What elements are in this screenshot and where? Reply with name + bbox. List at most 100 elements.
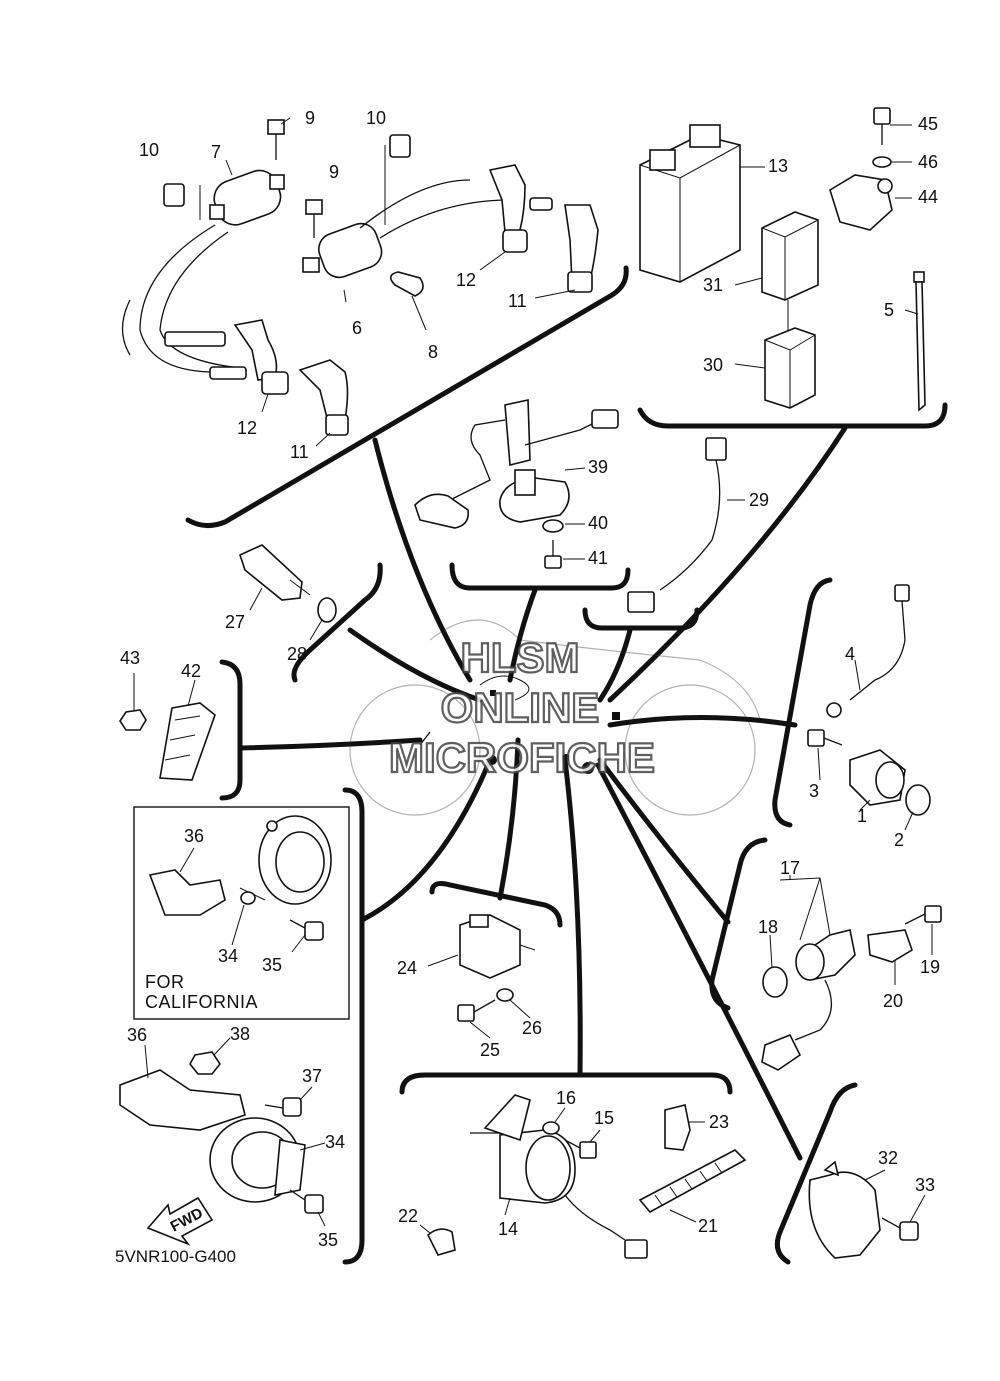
clamp-22 [427, 1228, 456, 1256]
spark-plug-cap-12-upper [488, 164, 553, 253]
callout-36-ca: 36 [184, 826, 204, 846]
nut-43 [119, 709, 147, 731]
group-outline-sensor24 [429, 881, 563, 928]
harness-node [612, 712, 620, 720]
callout-1: 1 [857, 806, 867, 826]
sender-float [414, 493, 470, 529]
group-outline-starter [399, 1072, 733, 1095]
callout-35-ca: 35 [262, 955, 282, 975]
ignition-coil-7 [209, 169, 285, 226]
callout-35: 35 [318, 1230, 338, 1250]
bolt-25 [457, 999, 496, 1022]
callout-13: 13 [768, 156, 788, 176]
bolt-35 [289, 1189, 324, 1214]
leader-pressure [347, 627, 483, 703]
leader-speed [597, 757, 731, 925]
sender-body [514, 469, 536, 496]
bolt-33 [881, 1217, 919, 1241]
lead-wire [379, 199, 511, 239]
sender-arm [449, 419, 506, 501]
harness-center-loop [479, 675, 530, 701]
spark-plug-cap-11-upper [564, 204, 599, 293]
leader-horn-ca [359, 757, 493, 923]
callout-45: 45 [918, 114, 938, 134]
ignition-coil-6 [302, 222, 383, 279]
callout-10-left: 10 [139, 140, 159, 160]
sensor-1 [849, 749, 906, 806]
callout-14: 14 [498, 1219, 518, 1239]
callout-37: 37 [302, 1066, 322, 1086]
wire-4 [849, 600, 906, 701]
sensor-24 [459, 914, 536, 979]
clamp-10-left [163, 183, 185, 207]
horn-ca [258, 815, 332, 905]
washer-16 [542, 1121, 560, 1135]
screw-41 [544, 540, 562, 569]
bolt-9-lower [305, 199, 323, 238]
callout-21: 21 [698, 1216, 718, 1236]
callout-17: 17 [780, 858, 800, 878]
callout-30: 30 [703, 355, 723, 375]
ecu-13 [639, 124, 741, 283]
callout-23: 23 [709, 1112, 729, 1132]
bolt-9-upper [267, 119, 285, 160]
watermark-line-3: MICROFICHE [389, 734, 655, 781]
callout-31: 31 [703, 275, 723, 295]
ignition-parts [121, 119, 599, 436]
screw-3 [807, 729, 843, 747]
clamp-8 [389, 271, 424, 297]
stud-21 [638, 1149, 747, 1214]
bolt-15 [564, 1139, 597, 1159]
harness-node [582, 762, 594, 774]
sender-connector [591, 409, 619, 429]
o-ring-2 [905, 784, 931, 816]
callout-9-lower: 9 [329, 162, 339, 182]
harness-node [419, 731, 431, 746]
harness-node [490, 690, 496, 696]
horn-32 [808, 1160, 881, 1259]
callout-3: 3 [809, 781, 819, 801]
lead-wire [359, 179, 471, 229]
spark-plug-cap-12-lower [233, 319, 289, 395]
bolt-45 [873, 107, 891, 145]
harness-leaders [237, 425, 848, 1161]
throttle-parts [807, 584, 931, 816]
relay-31 [761, 211, 819, 301]
leader-sender [507, 587, 538, 683]
ghost-wheel-left [349, 684, 481, 816]
leader-harness [597, 627, 633, 703]
group-outline-ignition [185, 265, 629, 528]
callout-34-ca: 34 [218, 946, 238, 966]
ghost-frame-outline [429, 619, 761, 721]
sender-wire [524, 419, 601, 446]
group-outlines [185, 265, 948, 1265]
sender-bracket [504, 399, 531, 467]
callout-15: 15 [594, 1108, 614, 1128]
callout-2: 2 [894, 830, 904, 850]
frame-ghost [349, 619, 761, 816]
gasket-28 [317, 597, 337, 623]
fwd-arrow [146, 1196, 214, 1246]
callout-5: 5 [884, 300, 894, 320]
bolt-35-ca [289, 919, 324, 941]
callout-12-lower: 12 [237, 418, 257, 438]
relay-30 [764, 327, 816, 409]
callout-43: 43 [120, 648, 140, 668]
plate-20 [867, 929, 913, 963]
horn-bracket-36-ca [148, 869, 226, 916]
group-outline-ecu [637, 402, 948, 429]
callout-11-lower: 11 [290, 442, 309, 462]
callout-numbers: 1 2 3 4 5 6 7 8 9 9 10 10 11 11 12 12 13… [120, 108, 940, 1250]
horn-assembly-lower [119, 1051, 324, 1246]
callout-38: 38 [230, 1024, 250, 1044]
callout-39: 39 [588, 457, 608, 477]
callout-44: 44 [918, 187, 938, 207]
spark-plug-cap-11-lower [298, 359, 349, 436]
clamp-10-right [389, 134, 411, 158]
callout-27: 27 [225, 612, 245, 632]
harness-node [487, 755, 497, 765]
callout-40: 40 [588, 513, 608, 533]
leader-starter [562, 757, 583, 1078]
bolt-19 [904, 905, 942, 925]
